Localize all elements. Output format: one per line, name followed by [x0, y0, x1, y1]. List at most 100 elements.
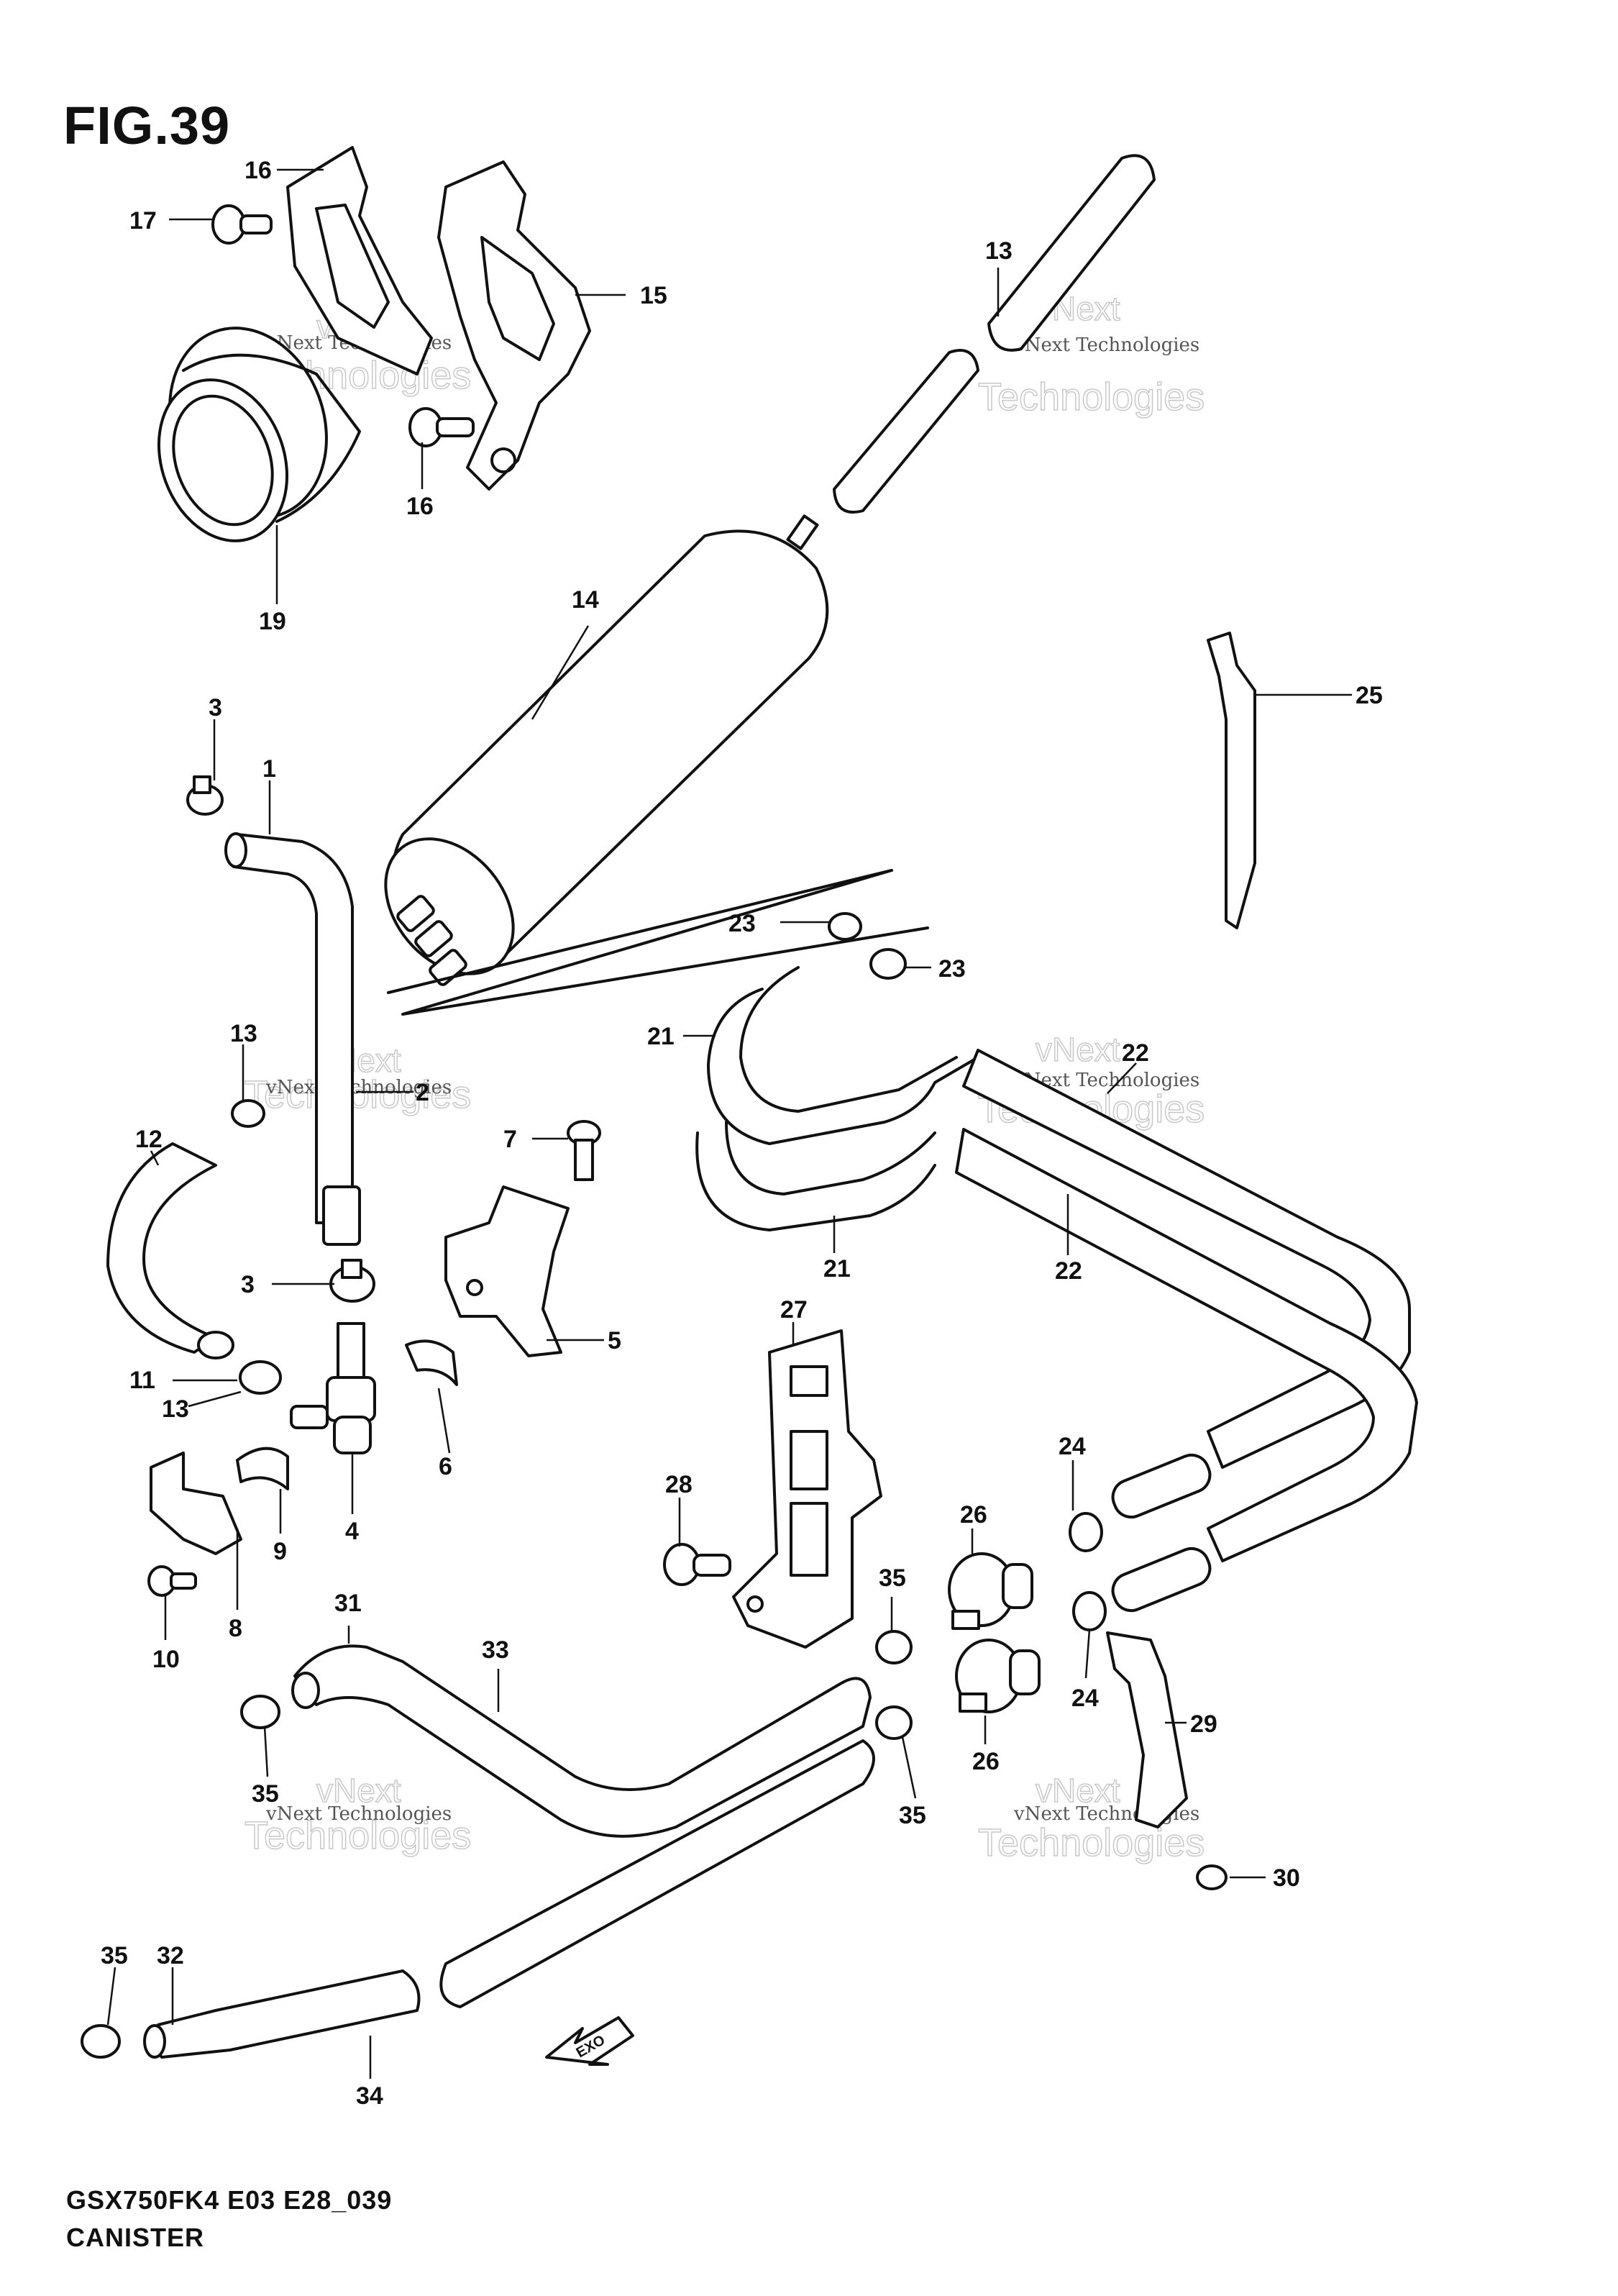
callout-29: 29	[1190, 1710, 1217, 1738]
callout-26: 26	[972, 1748, 1000, 1775]
callout-21: 21	[823, 1255, 851, 1283]
watermark-group: Technologies vNext Technologies Technolo…	[244, 289, 1205, 1865]
callout-30: 30	[1273, 1864, 1300, 1892]
watermark-small: vNext Technologies	[265, 1803, 452, 1825]
callout-2: 2	[416, 1079, 429, 1106]
callout-31: 31	[334, 1590, 362, 1617]
bracket-clip	[150, 1452, 242, 1555]
canister-bracket-lower	[437, 160, 591, 491]
clamp	[869, 948, 907, 980]
clamp	[1069, 1512, 1103, 1552]
nut	[1196, 1864, 1228, 1890]
callout-13: 13	[230, 1020, 257, 1047]
clamp	[186, 775, 224, 816]
callout-20: 19	[259, 608, 286, 635]
callout-6: 6	[439, 1453, 452, 1480]
callout-32: 32	[157, 1942, 184, 1969]
bolt	[211, 204, 273, 245]
leader-lines	[106, 168, 1352, 2079]
hose-lower-33	[291, 1644, 872, 1838]
bracket-plate	[732, 1329, 882, 1649]
callout-5: 5	[608, 1327, 621, 1354]
callout-3: 3	[241, 1271, 255, 1298]
callout-23: 23	[938, 955, 966, 983]
watermark-small: vNext Technologies	[265, 1077, 452, 1098]
callout-22: 22	[1055, 1257, 1082, 1285]
bolt	[408, 407, 475, 447]
watermark-overlay: vNext	[1036, 1031, 1120, 1068]
clamp	[329, 1259, 375, 1303]
screw	[567, 1120, 601, 1181]
watermark-small: vNext Technologies	[1013, 334, 1199, 356]
watermark-large: Technologies	[978, 375, 1205, 419]
bolt	[147, 1565, 197, 1597]
hose-upper	[833, 154, 1156, 514]
callout-35: 35	[252, 1780, 279, 1808]
check-valve	[290, 1322, 376, 1454]
figure-title: FIG.39	[63, 96, 231, 155]
callout-14: 14	[572, 586, 599, 614]
callout-1: 1	[262, 755, 276, 783]
callout-9: 9	[273, 1538, 287, 1565]
watermark-overlay: vNext	[316, 1772, 401, 1809]
filter	[955, 1639, 1041, 1713]
callout-18: 16	[244, 157, 272, 184]
watermark-large: Technologies	[244, 1073, 471, 1116]
bracket-mount	[444, 1185, 570, 1357]
callout-16: 15	[640, 282, 667, 309]
callout-19: 17	[129, 207, 157, 234]
callout-23: 23	[728, 910, 756, 937]
canister-bracket-upper	[286, 146, 433, 375]
callout-35: 35	[101, 1942, 128, 1969]
callout-28: 28	[665, 1471, 693, 1498]
callout-24: 24	[1059, 1433, 1086, 1460]
callout-7: 7	[503, 1126, 517, 1153]
hose-purge	[224, 832, 361, 1246]
mounting-plane	[387, 869, 929, 1016]
hose-bend	[106, 1142, 234, 1359]
callout-15: 13	[985, 237, 1013, 265]
callout-24: 24	[1071, 1685, 1099, 1712]
callout-25: 25	[1356, 682, 1383, 709]
callout-22: 22	[1122, 1039, 1149, 1067]
clamp	[1072, 1591, 1107, 1631]
watermark-large: Technologies	[244, 1814, 471, 1857]
watermark-overlay: vNext	[1036, 1772, 1120, 1809]
callout-labels: 16 17 15 13 16 19 14 25 3 1 23 23 21 22 …	[101, 157, 1383, 2110]
hose-bracket	[1106, 1631, 1188, 1828]
callout-10: 10	[152, 1646, 180, 1673]
callout-26: 26	[960, 1501, 987, 1529]
callout-27: 27	[780, 1296, 808, 1324]
callout-12: 12	[135, 1126, 163, 1153]
hose-lower-34	[143, 1739, 875, 2059]
callout-11: 11	[129, 1367, 155, 1394]
callout-35: 35	[879, 1564, 906, 1592]
rubber-mount	[236, 1447, 289, 1490]
filter	[948, 1552, 1033, 1630]
callout-4: 4	[345, 1518, 359, 1545]
callout-8: 8	[229, 1615, 242, 1642]
callout-21: 21	[647, 1023, 675, 1050]
cable-tie	[1207, 632, 1256, 929]
callout-35: 35	[899, 1802, 926, 1829]
clamp	[231, 1099, 265, 1128]
rubber-mount	[405, 1339, 458, 1386]
hose-routed-21	[695, 966, 979, 1231]
clamp	[81, 2024, 121, 2059]
clamp	[239, 1360, 282, 1395]
clamp	[240, 1695, 280, 1729]
callout-34: 34	[356, 2082, 383, 2110]
clamp	[875, 1630, 913, 1664]
model-code: GSX750FK4 E03 E28_039	[66, 2185, 393, 2215]
clamp	[875, 1705, 913, 1740]
callout-3: 3	[209, 694, 222, 721]
bolt	[663, 1543, 731, 1586]
hose-routed-22	[955, 1049, 1418, 1613]
direction-arrow: EXO	[545, 2016, 634, 2066]
canister	[384, 514, 829, 986]
clamp	[828, 912, 862, 941]
watermark-large: Technologies	[978, 1821, 1205, 1864]
callout-33: 33	[482, 1636, 509, 1664]
